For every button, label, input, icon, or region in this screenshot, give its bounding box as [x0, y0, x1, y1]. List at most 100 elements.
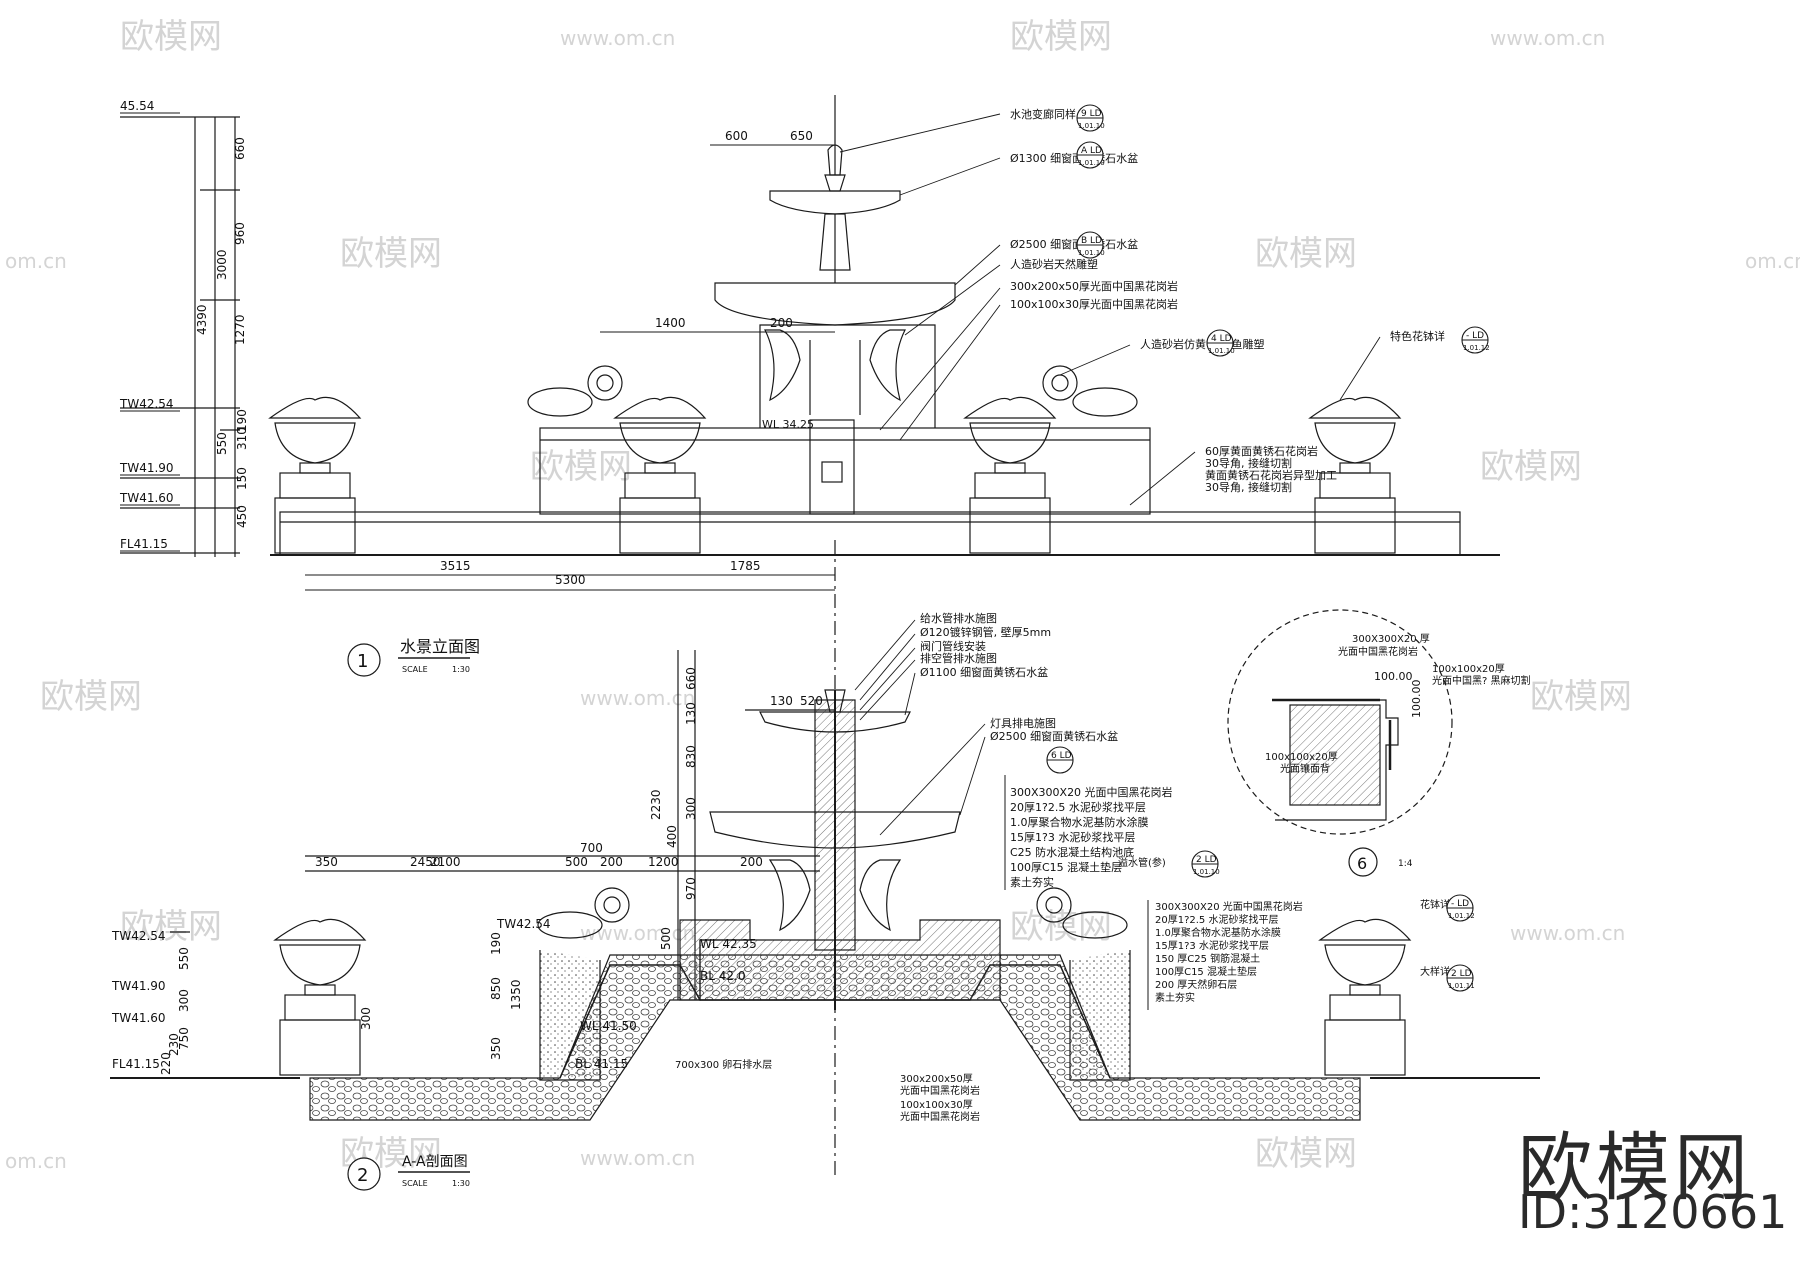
section-layer-center-1: 20厚1?2.5 水泥砂浆找平层	[1010, 800, 1146, 814]
section-hdim-8: 1200	[648, 855, 679, 869]
detail-6-label-0: 300X300X20 厚	[1352, 633, 1430, 645]
section-callout-dadian-ref: 2 LD 1.01.11	[1446, 964, 1475, 992]
elevation-callout-2: Ø2500 细窗面黄锈石水盆	[1010, 237, 1138, 251]
section-hdim-3: 700	[580, 841, 603, 855]
elevation-callout-11: 30导角, 接缝切割	[1205, 480, 1292, 494]
section-bottom-label-3: 100x100x30厚	[900, 1099, 973, 1111]
watermark-logo-3: 欧模网	[1255, 234, 1357, 274]
section-level-8: BL 41.15	[575, 1057, 628, 1071]
section-callout-huabo-ref-bottom: 1.01.12	[1448, 912, 1475, 920]
section-layer-center-4: C25 防水混凝土结构池底	[1010, 845, 1134, 859]
section-note-pond-ref-bottom: 1.01.10	[1193, 868, 1220, 876]
watermark-url-3: www.om.cn	[580, 921, 695, 945]
detail-6-label-7: 100.00	[1410, 680, 1423, 719]
section-planter-1	[1318, 918, 1412, 1076]
section-callout-2: 阀门管线安装	[920, 639, 986, 653]
section-leader-0	[854, 619, 916, 691]
elevation-callout-7: 特色花钵详	[1390, 329, 1445, 343]
elevation-leader-6	[1059, 344, 1131, 376]
elevation-planter-2-pedestal	[969, 497, 1051, 554]
section-planter-1-neck	[1349, 984, 1381, 996]
elevation-planter-2	[963, 396, 1057, 554]
elevation-planter-1	[613, 396, 707, 554]
elevation-planter-0-foliage	[268, 396, 362, 419]
section-callout-dadian-ref-bottom: 1.01.11	[1448, 982, 1475, 990]
section-layer-center-0: 300X300X20 光面中国黑花岗岩	[1010, 785, 1173, 799]
section-layer-center-2: 1.0厚聚合物水泥基防水涂膜	[1010, 815, 1149, 829]
watermark-logo-11: 欧模网	[1010, 907, 1112, 947]
section-vdim-5: 970	[684, 877, 698, 900]
elevation-callout-ref-6-bottom: 1.01.10	[1208, 347, 1235, 355]
section-hdim-9: 200	[740, 855, 763, 869]
watermark-logo-0: 欧模网	[120, 17, 222, 57]
elevation-hdim-5: 1785	[730, 559, 761, 573]
section-layer-right-1: 20厚1?2.5 水泥砂浆找平层	[1155, 913, 1278, 926]
elevation-callout-ref-6: 4 LD1.01.10	[1206, 329, 1235, 357]
section-planter-1-bowl	[1324, 944, 1406, 986]
section-bottom-label-1: 300x200x50厚	[900, 1073, 973, 1085]
section-vdim-2: 830	[684, 745, 698, 768]
elevation-level-0: 45.54	[120, 99, 154, 113]
section-vdim-17: 300	[359, 1007, 373, 1030]
elevation-callout-ref-7-top: - LD	[1466, 331, 1484, 341]
elevation-vdim-2: 1270	[233, 314, 247, 345]
section-hdim-5: 2100	[430, 855, 461, 869]
section-leader-2	[859, 647, 916, 711]
section-level-7: WL 41.50	[580, 1019, 637, 1033]
section-layer-center-6: 素土夯实	[1010, 875, 1054, 889]
elevation-vdim-1: 960	[233, 222, 247, 245]
section-callout-dadian-ref-top: 2 LD	[1451, 969, 1472, 979]
section-level-6: BL 42.0	[700, 969, 745, 983]
elevation-hdim-1: 650	[790, 129, 813, 143]
elevation-leader-4	[879, 287, 1001, 431]
section-vdim-0: 660	[684, 667, 698, 690]
section-planter-0-foliage	[273, 918, 367, 941]
section-callout-3: 排空管排水施图	[920, 651, 997, 665]
elevation-vdim-0: 660	[233, 137, 247, 160]
section-number: 2	[357, 1165, 368, 1186]
section-callout-0: 给水管排水施图	[920, 611, 997, 625]
section-hdim-7: 200	[600, 855, 623, 869]
section-level-3: FL41.15	[112, 1057, 160, 1071]
watermark-logo-6: 欧模网	[120, 907, 222, 947]
detail-6-label-1: 光面中国黑花岗岩	[1338, 645, 1418, 658]
elevation-number: 1	[357, 651, 368, 672]
elevation-planter-1-neck	[644, 462, 676, 474]
elevation-callout-6: 人造砂岩仿黄锈石 鱼雕塑	[1140, 337, 1265, 351]
detail-6-label-3: 光面中国黑? 黑麻切割	[1432, 674, 1531, 687]
elevation-planter-3-neck	[1339, 462, 1371, 474]
elevation-leader-3	[904, 264, 1001, 336]
section-callout-huabo-ref-top: - LD	[1451, 899, 1469, 909]
elevation-callout-ref-2-bottom: 1.01.10	[1078, 249, 1105, 257]
elevation-leader-1	[899, 157, 1001, 196]
elevation-planter-0-pedestal	[274, 497, 356, 554]
section-planter-0-pedestal	[279, 1019, 361, 1076]
watermark-url-short-2: om.cn	[5, 1149, 67, 1173]
section-layer-right-7: 素土夯实	[1155, 991, 1195, 1004]
section-planter-0-bowl	[279, 944, 361, 986]
brand-watermark: 欧模网	[1518, 1125, 1752, 1211]
elevation-callout-ref-1-top: A LD	[1081, 146, 1102, 156]
elevation-number-circle	[347, 643, 381, 677]
section-callout-dadian: 大样详	[1420, 965, 1450, 978]
section-title: A-A剖面图	[402, 1154, 468, 1170]
elevation-callout-ref-2-top: B LD	[1081, 236, 1102, 246]
elevation-planter-3-foliage	[1308, 396, 1402, 419]
section-scale: 1:30	[452, 1179, 470, 1188]
watermark-url-1: www.om.cn	[1490, 26, 1605, 50]
section-hdim-6: 500	[565, 855, 588, 869]
section-layer-right-4: 150 厚C25 钢筋混凝土	[1155, 952, 1260, 965]
section-vdim-8: 300	[177, 989, 191, 1012]
elevation-vdim-7: 550	[215, 432, 229, 455]
watermark-logo-2: 欧模网	[340, 234, 442, 274]
elevation-leader-7	[1339, 336, 1381, 401]
elevation-callout-8: 60厚黄面黄锈石花岗岩	[1205, 444, 1318, 458]
section-leader-4	[904, 672, 916, 716]
section-leader-3	[859, 659, 916, 721]
elevation-level-4: FL41.15	[120, 537, 168, 551]
watermark-logo-4: 欧模网	[40, 677, 142, 717]
section-level-0: TW42.54	[111, 929, 166, 943]
section-level-2: TW41.60	[111, 1011, 166, 1025]
elevation-vdim-6: 310	[235, 427, 249, 450]
section-hdim-4: 350	[315, 855, 338, 869]
